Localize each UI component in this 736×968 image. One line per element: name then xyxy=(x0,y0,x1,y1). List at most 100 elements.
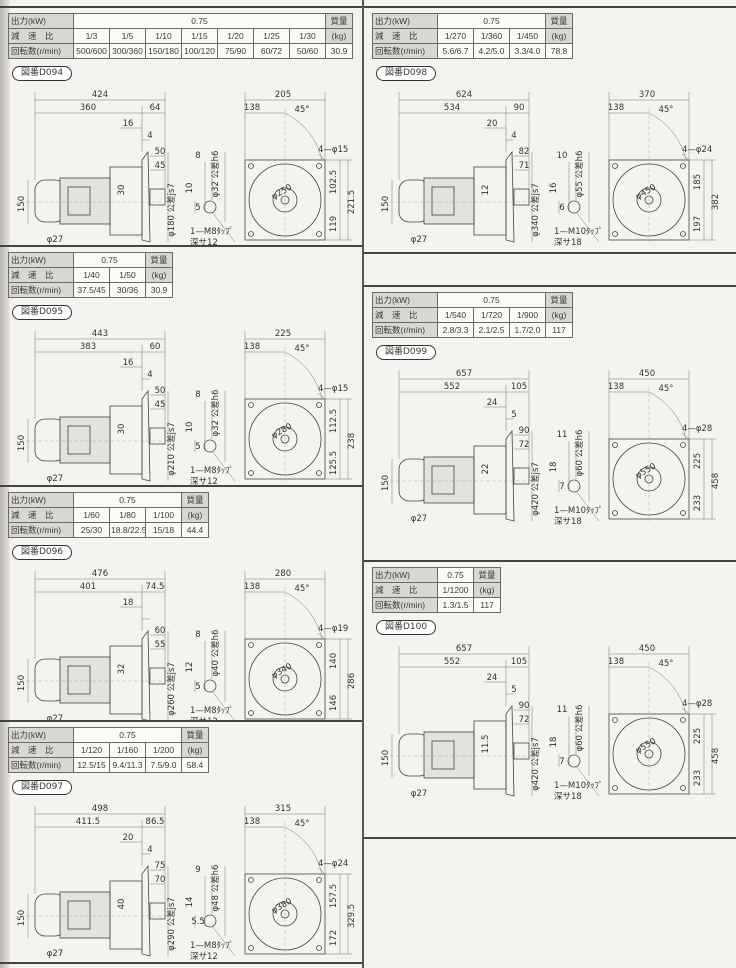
shaft-end-circle xyxy=(203,914,217,928)
dim-tap: 1—M8ﾀｯﾌﾟ xyxy=(190,466,234,476)
dim-w2: 138 xyxy=(244,817,260,827)
motor-body xyxy=(59,416,111,464)
dim-h: 150 xyxy=(17,196,27,212)
dim-h2: 233 xyxy=(693,495,703,511)
mounting-hole-icon xyxy=(248,710,254,716)
speed-value: 75/90 xyxy=(217,43,254,59)
dim-l: 624 xyxy=(456,90,472,100)
angle-arc xyxy=(284,351,323,400)
speed-value: 2.1/2.5 xyxy=(473,322,510,338)
ratio-value: 1/540 xyxy=(437,307,474,323)
dim-holes: 4—φ15 xyxy=(318,384,348,394)
holes-leader-line xyxy=(681,432,690,440)
speed-value: 18.8/22.5 xyxy=(109,522,146,538)
dim-a: 16 xyxy=(123,119,134,129)
dim-lm: 401 xyxy=(80,582,96,592)
ratio-value: 1/120 xyxy=(73,742,110,758)
dim-flange: φ340 公差js7 xyxy=(530,183,541,237)
dim-lg: 64 xyxy=(150,103,161,113)
shaft-key-detail xyxy=(558,706,600,797)
dim-lm: 360 xyxy=(80,103,96,113)
page-binding-shadow xyxy=(0,0,10,968)
dim-tap: 1—M10ﾀｯﾌﾟ xyxy=(554,227,603,237)
side-view xyxy=(20,331,170,482)
dim-kt: 18 xyxy=(549,737,559,748)
shaft-key-detail xyxy=(194,152,236,243)
figure-number-label: 図番D099 xyxy=(376,345,437,360)
dim-d: 72 xyxy=(519,440,530,450)
speed-value: 7.5/9.0 xyxy=(145,757,182,773)
holes-leader-line xyxy=(681,153,690,161)
dim-w2: 138 xyxy=(244,582,260,592)
holes-leader-line xyxy=(317,632,326,640)
mass-label: 質量 xyxy=(145,252,173,268)
dim-kh: 30 xyxy=(117,424,127,435)
end-view xyxy=(244,571,352,721)
dim-h: 150 xyxy=(17,435,27,451)
dim-flange: φ180 公差js7 xyxy=(166,183,177,237)
motor-body xyxy=(59,177,111,225)
dim-a: 24 xyxy=(487,673,498,683)
dim-kw: 8 xyxy=(195,390,200,400)
dim-holes: 4—φ24 xyxy=(318,859,348,869)
ratio-value: 1/270 xyxy=(437,28,474,44)
power-value: 0.75 xyxy=(73,727,182,743)
figure-number-label: 図番D094 xyxy=(12,66,73,81)
ratio-value: 1/10 xyxy=(145,28,182,44)
tap-leader-line xyxy=(211,450,236,482)
dim-shaft: φ60 公差h6 xyxy=(574,430,585,477)
dim-h1: 140 xyxy=(329,653,339,669)
speed-value: 1.7/2.0 xyxy=(509,322,546,338)
speed-label: 回転数(r/min) xyxy=(372,597,438,613)
speed-value: 15/18 xyxy=(145,522,182,538)
motor-body xyxy=(423,456,475,504)
speed-label: 回転数(r/min) xyxy=(8,282,74,298)
dim-ks: 5 xyxy=(195,682,200,692)
dim-lm: 552 xyxy=(444,382,460,392)
mass-label: 質量 xyxy=(181,727,209,743)
dim-pcd: φ550 xyxy=(634,736,658,756)
dim-tap: 1—M10ﾀｯﾌﾟ xyxy=(554,506,603,516)
ratio-value: 1/1200 xyxy=(437,582,474,598)
terminal-box xyxy=(67,186,91,216)
shaft-key-detail xyxy=(558,152,600,243)
dim-flange: φ210 公差js7 xyxy=(166,422,177,476)
ratio-value: 1/160 xyxy=(109,742,146,758)
dim-b: 4 xyxy=(147,131,152,141)
dim-w: 450 xyxy=(639,644,655,654)
ratio-value: 1/40 xyxy=(73,267,110,283)
mounting-hole-icon xyxy=(248,877,254,883)
dim-pcd: φ550 xyxy=(634,461,658,481)
ratio-value: 1/720 xyxy=(473,307,510,323)
dim-ang: 45° xyxy=(294,344,309,354)
side-view xyxy=(20,571,170,722)
mounting-hole-icon xyxy=(680,510,686,516)
end-view xyxy=(608,371,716,521)
ratio-value: 1/60 xyxy=(73,507,110,523)
mounting-hole-icon xyxy=(316,231,322,237)
dim-h: 458 xyxy=(711,748,721,764)
dim-kw: 11 xyxy=(557,430,568,440)
power-value: 0.75 xyxy=(437,292,546,308)
dim-flange: φ420 公差js7 xyxy=(530,462,541,516)
output-shaft xyxy=(513,467,530,485)
dim-kh: 22 xyxy=(481,464,491,475)
ratio-value: 1/100 xyxy=(145,507,182,523)
dim-lm: 383 xyxy=(80,342,96,352)
mass-value: 117 xyxy=(473,597,501,613)
dim-h: 458 xyxy=(711,473,721,489)
dim-holes: 4—φ28 xyxy=(682,699,712,709)
power-value: 0.75 xyxy=(437,13,546,29)
dim-ks: 5.5 xyxy=(191,917,205,927)
